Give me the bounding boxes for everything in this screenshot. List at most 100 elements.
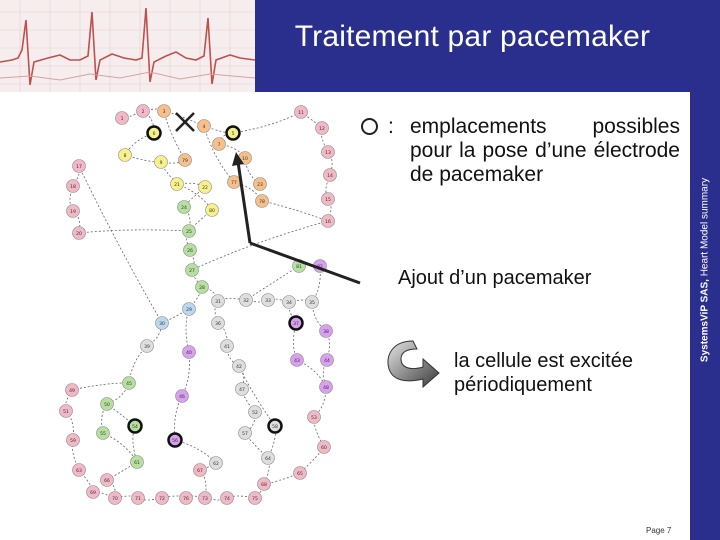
graph-edge	[203, 125, 235, 183]
graph-edge	[244, 432, 269, 459]
graph-node-label: 60	[321, 445, 327, 451]
graph-node: 52	[248, 405, 262, 419]
graph-node: 20	[72, 226, 86, 240]
graph-node: 63	[72, 463, 86, 477]
graph-node: 8	[118, 148, 132, 162]
graph-node: 73	[198, 491, 212, 505]
graph-node-label: 24	[181, 205, 187, 211]
graph-node-label: 76	[183, 496, 189, 502]
graph-node: 39	[140, 339, 154, 353]
graph-node-label: 29	[186, 307, 192, 313]
graph-node-label: 47	[239, 387, 245, 393]
graph-edge	[232, 111, 302, 134]
graph-node-label: 23	[257, 182, 263, 188]
graph-edge	[311, 301, 327, 332]
graph-edge	[185, 495, 206, 499]
graph-edge	[245, 265, 300, 301]
graph-node: 80	[205, 203, 219, 217]
graph-node: 42	[232, 359, 246, 373]
ecg-trace-background	[0, 0, 255, 92]
graph-node-label: 33	[265, 298, 271, 304]
graph-node: 21	[170, 177, 184, 191]
graph-node-label: 71	[135, 496, 141, 502]
title-bar: Traitement par pacemaker	[255, 0, 690, 92]
graph-node: 33	[261, 293, 275, 307]
graph-edge	[226, 495, 256, 499]
graph-node-label: 80	[209, 208, 215, 214]
graph-node: 4	[197, 119, 211, 133]
graph-node-label: 72	[159, 496, 165, 502]
graph-node-label: 25	[186, 229, 192, 235]
graph-node: 31	[211, 294, 225, 308]
graph-node: 13	[321, 145, 335, 159]
graph-node: 26	[183, 243, 197, 257]
graph-node: 68	[257, 477, 271, 491]
graph-node: 46	[175, 389, 189, 403]
graph-edge	[313, 386, 327, 418]
graph-node-label: 2	[142, 109, 145, 115]
graph-node: 29	[182, 302, 196, 316]
graph-node: 11	[294, 105, 308, 119]
graph-node: 3	[157, 104, 171, 118]
graph-node: 17	[72, 159, 86, 173]
graph-node: 71	[131, 491, 145, 505]
graph-node-label: 19	[70, 209, 76, 215]
graph-node-label: 27	[189, 268, 195, 274]
graph-node-label: 75	[252, 496, 258, 502]
graph-edge	[325, 330, 330, 361]
graph-node: 67	[193, 463, 207, 477]
graph-node-label: 10	[242, 156, 248, 162]
graph-node-label: 81	[296, 264, 302, 270]
electrode-location-circle	[361, 118, 378, 135]
graph-node-label: 21	[174, 182, 180, 188]
sidebar-strip: SystemsViP SAS, Heart Model summary	[690, 0, 720, 540]
graph-node: 1	[115, 111, 129, 125]
graph-node: 27	[185, 263, 199, 277]
graph-node-label: 17	[76, 164, 82, 170]
graph-node: 74	[220, 491, 234, 505]
graph-node-label: 5	[232, 131, 235, 137]
graph-edge	[78, 229, 190, 234]
graph-node: 25	[182, 224, 196, 238]
graph-node: 19	[66, 204, 80, 218]
graph-node: 54	[127, 418, 143, 434]
graph-node: 49	[65, 383, 79, 397]
graph-node: 14	[323, 168, 337, 182]
graph-node-label: 35	[309, 300, 315, 306]
graph-node: 61	[130, 455, 144, 469]
graph-node: 77	[227, 175, 241, 189]
graph-node-label: 46	[179, 394, 185, 400]
graph-edge	[101, 403, 108, 434]
graph-node: 60	[317, 440, 331, 454]
graph-edge	[78, 165, 163, 324]
graph-node: 34	[282, 295, 296, 309]
graph-node-label: 4	[203, 124, 206, 130]
graph-edge	[217, 322, 228, 347]
graph-edge	[189, 249, 195, 271]
graph-edge	[142, 110, 155, 134]
graph-node: 9	[154, 155, 168, 169]
graph-node-label: 26	[187, 248, 193, 254]
graph-edge	[226, 345, 240, 367]
graph-node: 22	[198, 180, 212, 194]
graph-node: 79	[178, 153, 192, 167]
graph-node: 66	[100, 473, 114, 487]
graph-node-label: 58	[272, 424, 278, 430]
graph-node-label: 7	[218, 142, 221, 148]
sidebar-caption: SystemsViP SAS, Heart Model summary	[700, 178, 711, 362]
graph-node-label: 45	[126, 381, 132, 387]
graph-node-label: 14	[327, 173, 333, 179]
graph-node: 16	[321, 214, 335, 228]
cross-mark-icon	[175, 112, 195, 132]
graph-node-label: 11	[298, 110, 304, 116]
graph-node: 36	[211, 316, 225, 330]
graph-node: 30	[155, 316, 169, 330]
graph-node: 75	[248, 491, 262, 505]
graph-node-label: 57	[242, 431, 248, 437]
graph-node-label: 49	[69, 388, 75, 394]
graph-node-label: 55	[100, 431, 106, 437]
graph-node: 7	[212, 137, 226, 151]
graph-node: 51	[59, 404, 73, 418]
graph-node-label: 43	[294, 358, 300, 364]
